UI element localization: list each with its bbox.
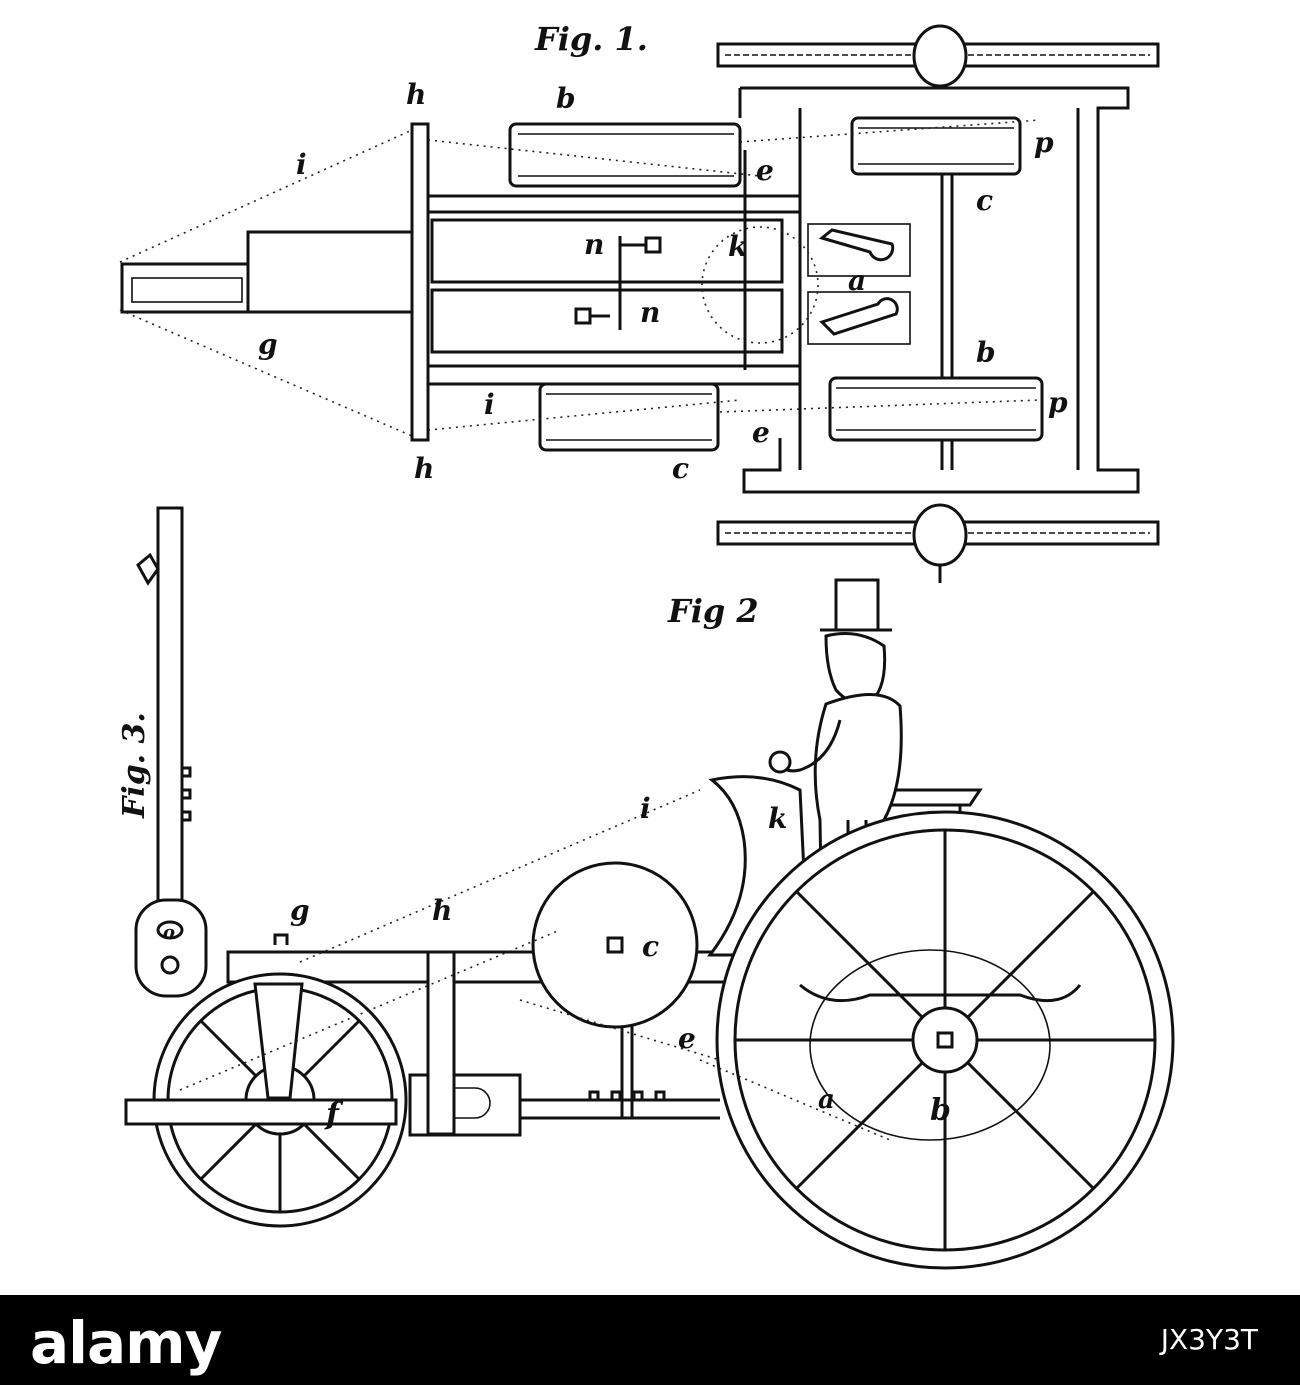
fig1-label-g: g bbox=[258, 328, 278, 361]
lever-end bbox=[134, 898, 208, 998]
drum-b-right bbox=[828, 376, 1044, 442]
drum-b-top bbox=[508, 122, 742, 188]
fig2-label-a: a bbox=[818, 1085, 835, 1115]
drum-c bbox=[531, 861, 699, 1029]
image-code: JX3Y3T bbox=[1160, 1323, 1258, 1356]
fig1-title: Fig. 1. bbox=[534, 20, 648, 58]
fig1-label-a: a bbox=[848, 264, 866, 297]
fig2-label-i: i bbox=[640, 792, 651, 825]
fig1-label-c-bottom: c bbox=[672, 452, 689, 485]
figure-3-lever: Fig. 3. o bbox=[117, 506, 208, 998]
fig1-label-i-bottom: i bbox=[484, 388, 495, 421]
fig2-label-b: b bbox=[930, 1093, 951, 1128]
fig1-label-b-top: b bbox=[556, 82, 576, 115]
fig1-label-b-right: b bbox=[976, 336, 996, 369]
fig1-label-e-top: e bbox=[756, 154, 774, 187]
fig2-label-g: g bbox=[290, 894, 310, 927]
fig3-label-o: o bbox=[163, 922, 175, 943]
fig2-label-k: k bbox=[768, 802, 787, 835]
drum-c-right bbox=[850, 116, 1022, 176]
bottom-wheel-hub bbox=[912, 503, 968, 567]
top-wheel-hub bbox=[912, 24, 968, 88]
fig2-label-e: e bbox=[678, 1022, 696, 1055]
fig1-label-h-bottom: h bbox=[414, 452, 434, 485]
engraving-plate: Fig. 1. bbox=[117, 20, 1175, 1270]
fig2-label-h: h bbox=[432, 894, 452, 927]
watermark-bar: alamy JX3Y3T bbox=[0, 1295, 1300, 1385]
post-h bbox=[426, 950, 456, 1136]
alamy-logo: alamy bbox=[30, 1309, 222, 1377]
fig1-label-c-right: c bbox=[976, 184, 993, 217]
fig1-label-i-top: i bbox=[296, 148, 307, 181]
figure-2-side-view: Fig 2 bbox=[124, 578, 1175, 1270]
figure-1-plan-view: Fig. 1. bbox=[119, 20, 1160, 583]
fig3-title: Fig. 3. bbox=[117, 712, 152, 819]
fig1-label-k: k bbox=[728, 230, 747, 263]
fig1-label-n-lower: n bbox=[640, 296, 660, 329]
fig1-label-n-upper: n bbox=[584, 228, 604, 261]
fig1-label-p-bottom: p bbox=[1048, 386, 1068, 419]
fig1-label-h-top: h bbox=[406, 78, 426, 111]
fig1-label-p-top: p bbox=[1034, 126, 1054, 159]
drum-c-bottom bbox=[538, 382, 720, 452]
fig2-label-c: c bbox=[642, 930, 659, 963]
fig1-label-e-bottom: e bbox=[752, 416, 770, 449]
fig2-title: Fig 2 bbox=[667, 592, 759, 630]
